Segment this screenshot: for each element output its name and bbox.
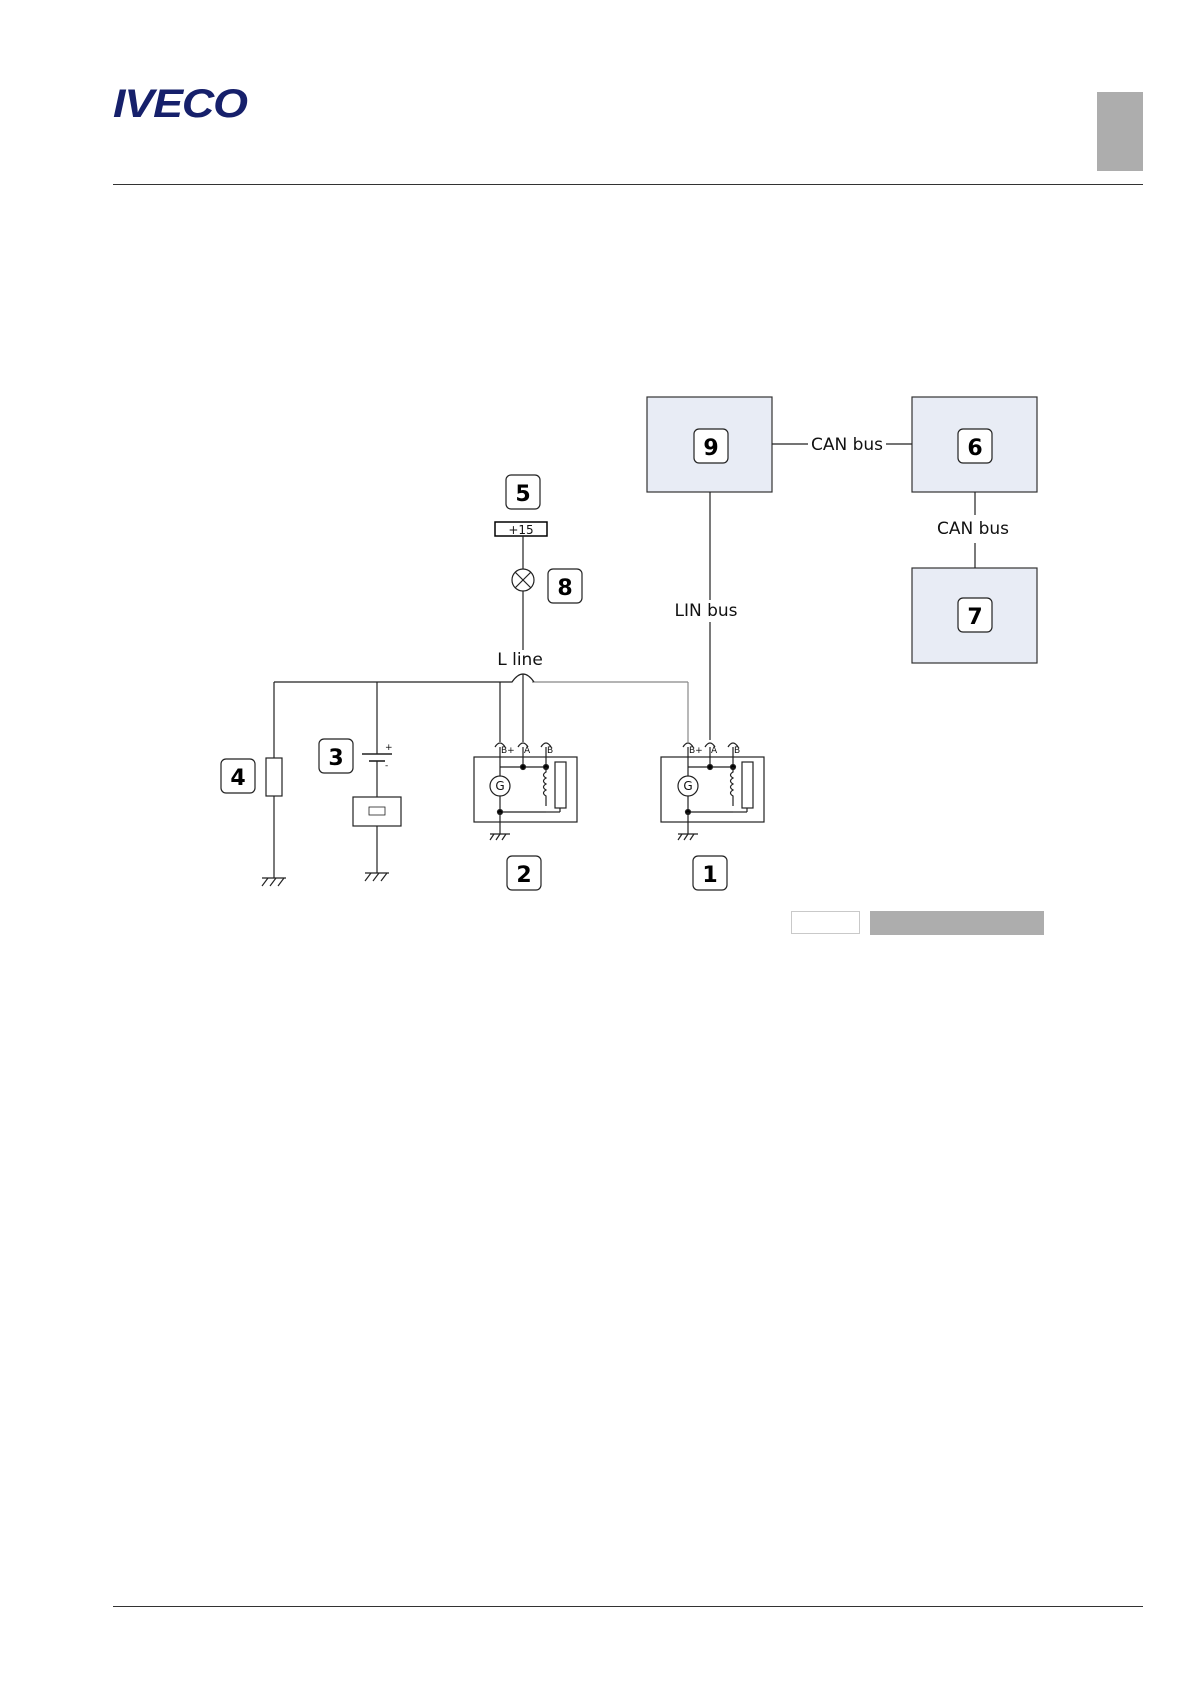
unit-6-label: 6 [967, 436, 982, 461]
footer-divider [113, 1606, 1143, 1607]
lin-bus-label: LIN bus [674, 601, 737, 621]
l-line-label: L line [497, 650, 543, 670]
gen1-symbol: G [683, 779, 692, 793]
terminal-15-label: +15 [508, 523, 533, 537]
alternator-2 [474, 743, 577, 840]
unit-7-label: 7 [967, 605, 982, 630]
gen2-symbol: G [495, 779, 504, 793]
resistor-icon [266, 758, 282, 796]
can-bus-label-top: CAN bus [811, 435, 883, 455]
callout-8: 8 [557, 576, 572, 601]
figure-code-box [791, 911, 860, 934]
battery-minus: - [385, 761, 388, 771]
gen2-terminal-a: A [524, 746, 531, 756]
gen1-terminal-b: B [734, 746, 740, 756]
battery-box [353, 797, 401, 826]
callout-5: 5 [515, 482, 530, 507]
can-bus-label-side: CAN bus [937, 519, 1009, 539]
callout-4: 4 [230, 766, 245, 791]
callout-2: 2 [516, 863, 531, 888]
gen2-terminal-b: B [547, 746, 553, 756]
callout-3: 3 [328, 746, 343, 771]
unit-9-label: 9 [703, 436, 718, 461]
gen1-terminal-a: A [711, 746, 718, 756]
figure-caption-bar [870, 911, 1044, 935]
callout-1: 1 [702, 863, 717, 888]
gen2-terminal-bplus: B+ [501, 746, 515, 756]
battery-plus: + [385, 743, 393, 753]
alternator-1 [661, 743, 764, 840]
gen1-terminal-bplus: B+ [689, 746, 703, 756]
